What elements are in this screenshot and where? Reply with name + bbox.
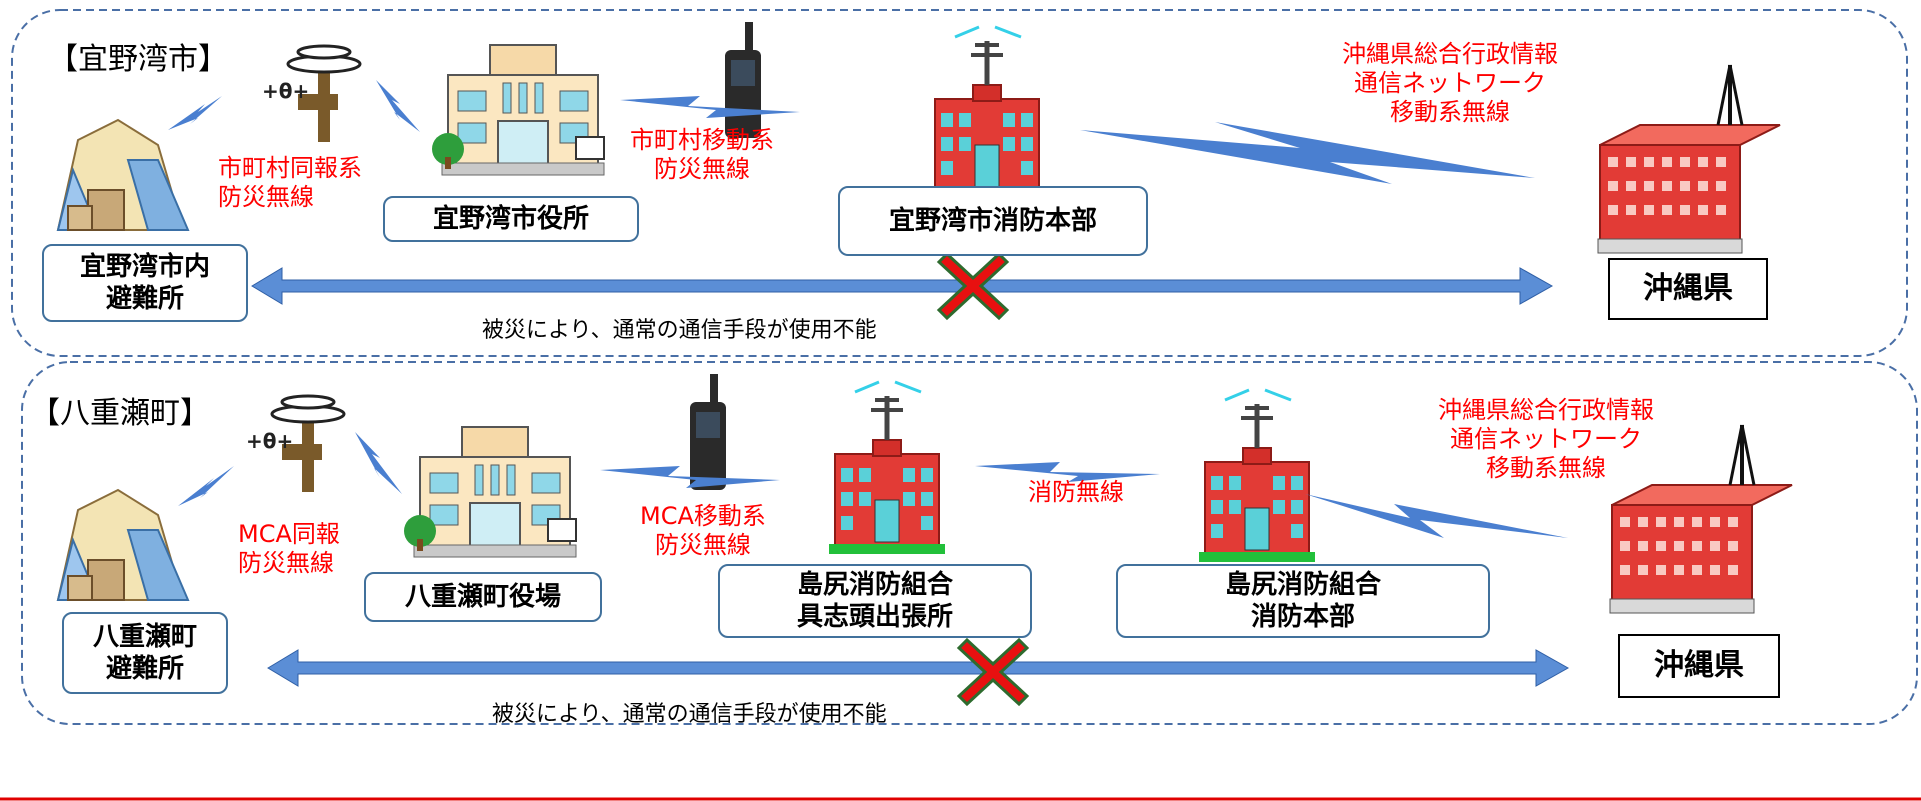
prefecture-box: 沖縄県 xyxy=(1618,634,1780,698)
fire-hq-box: 島尻消防組合 消防本部 xyxy=(1116,564,1490,638)
fire-hq-box: 宜野湾市消防本部 xyxy=(838,186,1148,256)
label-broadcast-radio: 市町村同報系 防災無線 xyxy=(218,154,362,211)
label-prefecture-network: 沖縄県総合行政情報 通信ネットワーク 移動系無線 xyxy=(1438,396,1654,482)
town-office-box: 八重瀬町役場 xyxy=(364,572,602,622)
panel-title: 【八重瀬町】 xyxy=(30,396,210,431)
prefecture-box: 沖縄県 xyxy=(1608,258,1768,320)
shelter-box: 八重瀬町 避難所 xyxy=(62,612,228,694)
label-prefecture-network: 沖縄県総合行政情報 通信ネットワーク 移動系無線 xyxy=(1342,40,1558,126)
label-mca-broadcast-radio: MCA同報 防災無線 xyxy=(238,520,340,577)
city-office-box: 宜野湾市役所 xyxy=(383,196,639,242)
outage-note: 被災により、通常の通信手段が使用不能 xyxy=(482,318,877,343)
panel-title: 【宜野湾市】 xyxy=(48,42,228,77)
fire-branch-box: 島尻消防組合 具志頭出張所 xyxy=(718,564,1032,638)
label-mca-mobile-radio: MCA移動系 防災無線 xyxy=(640,502,766,559)
outage-note: 被災により、通常の通信手段が使用不能 xyxy=(492,702,887,727)
label-mobile-radio: 市町村移動系 防災無線 xyxy=(630,126,774,183)
label-fire-radio: 消防無線 xyxy=(1028,478,1124,506)
shelter-box: 宜野湾市内 避難所 xyxy=(42,244,248,322)
